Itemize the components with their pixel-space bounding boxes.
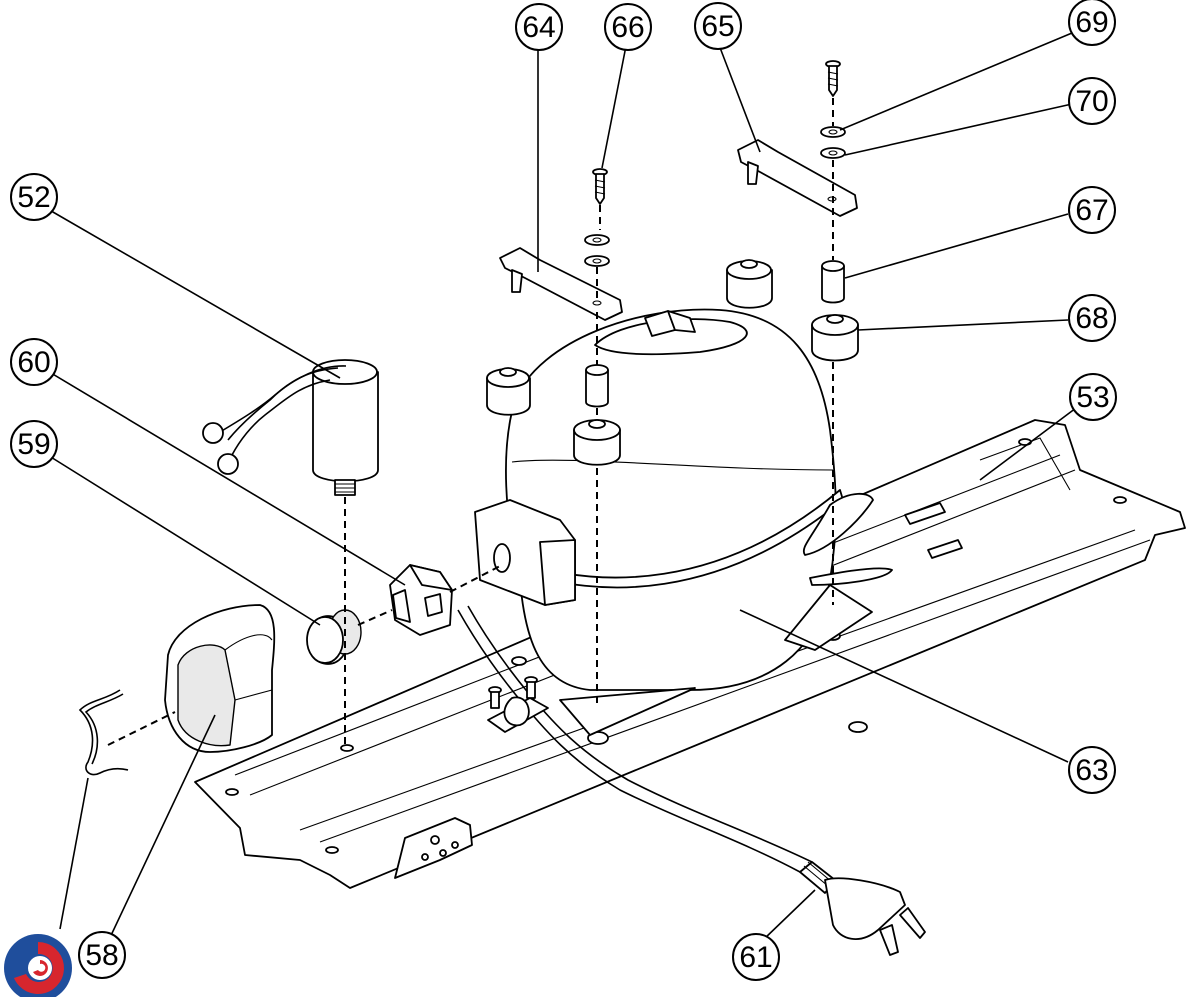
- spacer-sleeve-left: [585, 364, 609, 408]
- callout-63-label: 63: [1075, 754, 1108, 787]
- callout-67-label: 67: [1075, 194, 1108, 227]
- callout-53-label: 53: [1076, 381, 1109, 414]
- callout-66-label: 66: [611, 11, 644, 44]
- callout-66: 66: [604, 3, 652, 51]
- callout-58: 58: [78, 931, 126, 979]
- relay: [389, 564, 453, 636]
- callout-59: 59: [10, 420, 58, 468]
- callout-70-label: 70: [1075, 85, 1108, 118]
- callout-67: 67: [1068, 186, 1116, 234]
- washer-upper: [820, 126, 846, 138]
- callout-58-label: 58: [85, 939, 118, 972]
- overload-cap: [306, 609, 362, 665]
- callout-60-label: 60: [17, 346, 50, 379]
- wire-clip: [78, 689, 129, 776]
- callout-61: 61: [732, 933, 780, 981]
- callout-68-label: 68: [1075, 302, 1108, 335]
- callout-69-label: 69: [1075, 6, 1108, 39]
- power-cord: [457, 605, 926, 956]
- rubber-grommet-left-rear: [486, 367, 531, 416]
- screw-right: [825, 60, 841, 97]
- washer-lower: [820, 147, 846, 159]
- callout-69: 69: [1068, 0, 1116, 46]
- callout-60: 60: [10, 338, 58, 386]
- leader-lines: [45, 32, 1081, 947]
- rubber-grommet-front: [573, 419, 621, 466]
- callout-61-label: 61: [739, 941, 772, 974]
- mounting-clip-left: [499, 247, 623, 321]
- callout-65: 65: [694, 2, 742, 50]
- spacer-sleeve: [821, 260, 845, 304]
- callout-70: 70: [1068, 77, 1116, 125]
- callout-65-label: 65: [701, 10, 734, 43]
- callout-63: 63: [1068, 746, 1116, 794]
- rubber-grommet: [811, 314, 859, 362]
- rubber-grommet-right-rear: [726, 259, 773, 309]
- washer-left-upper: [584, 234, 610, 246]
- mounting-clip-right: [737, 139, 858, 217]
- assembly-lines: [107, 98, 834, 746]
- screw-left: [592, 168, 608, 205]
- callout-52-label: 52: [17, 181, 50, 214]
- callout-68: 68: [1068, 294, 1116, 342]
- callout-53: 53: [1069, 373, 1117, 421]
- capacitor: [202, 359, 379, 496]
- callout-59-label: 59: [17, 428, 50, 461]
- terminal-cover: [164, 604, 276, 753]
- callout-52: 52: [10, 173, 58, 221]
- callout-64-label: 64: [522, 11, 555, 44]
- callout-64: 64: [515, 3, 563, 51]
- brand-swirl-icon: [0, 934, 76, 1003]
- washer-left-lower: [584, 255, 610, 267]
